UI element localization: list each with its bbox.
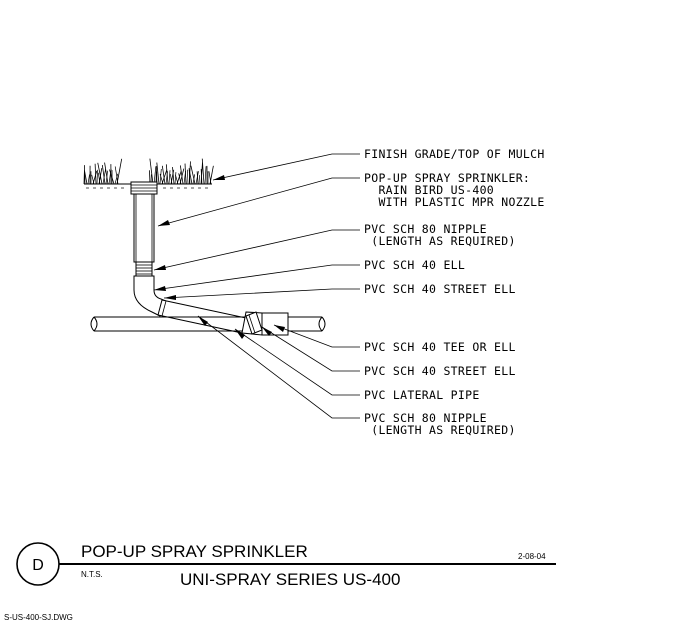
callout-lateral-pipe: PVC LATERAL PIPE (364, 388, 480, 402)
callout-sch80-nipple: PVC SCH 80 NIPPLE (LENGTH AS REQUIRED) (364, 222, 516, 248)
sch80-nipple (135, 261, 153, 277)
callout-sch40-tee: PVC SCH 40 TEE OR ELL (364, 340, 516, 354)
grass-blade (190, 165, 196, 185)
grass-blade (200, 168, 203, 185)
grass-blade (159, 173, 164, 185)
callout-sch40-street-ell-upper: PVC SCH 40 STREET ELL (364, 282, 516, 296)
finish-grade-grass (83, 158, 214, 189)
grass-blade (109, 169, 115, 185)
grass-blade (83, 165, 86, 185)
grass-blade (97, 162, 103, 185)
file-name: S-US-400-SJ.DWG (4, 613, 73, 622)
grass-blade (116, 158, 123, 185)
grass-blade (186, 169, 188, 185)
grass-blade (97, 172, 101, 185)
grass-blade (114, 173, 119, 185)
grass-blade (101, 164, 106, 185)
grass-blade (188, 170, 193, 185)
sch40-tee (241, 311, 289, 336)
grass-blade (165, 164, 169, 185)
grass-blade (201, 158, 205, 185)
grass-blade (91, 174, 95, 185)
title-block: D POP-UP SPRAY SPRINKLER 2-08-04 N.T.S. … (4, 542, 556, 622)
grass-blade (149, 158, 154, 185)
leader-arrowheads (154, 175, 285, 339)
callout-labels: FINISH GRADE/TOP OF MULCH POP-UP SPRAY S… (364, 147, 545, 437)
grass-blade (96, 169, 98, 185)
grass-blade (196, 171, 199, 185)
grass-blade (156, 162, 160, 185)
detail-letter: D (32, 557, 44, 574)
grass-blade (114, 166, 119, 185)
grass-blade (161, 165, 166, 185)
detail-title: POP-UP SPRAY SPRINKLER (81, 542, 308, 561)
callout-sch40-ell: PVC SCH 40 ELL (364, 258, 465, 272)
grass-blade (175, 174, 179, 185)
detail-date: 2-08-04 (518, 552, 546, 561)
spray-sprinkler-body (130, 181, 158, 263)
grass-blade (179, 165, 184, 185)
grass-blade (155, 166, 157, 185)
callout-spray-sprinkler: POP-UP SPRAY SPRINKLER: RAIN BIRD US-400… (364, 171, 545, 209)
grass-blade (178, 173, 182, 185)
grass-blade (104, 162, 109, 185)
grass-blade (87, 174, 90, 185)
grass-blade (153, 166, 157, 185)
grass-blade (208, 171, 212, 185)
grass-blade (200, 162, 203, 185)
grass-blade (184, 163, 187, 185)
grass-blade (204, 166, 207, 185)
grass-blade (84, 170, 88, 185)
detail-subtitle: UNI-SPRAY SERIES US-400 (180, 570, 400, 589)
callout-sch40-street-ell-lower: PVC SCH 40 STREET ELL (364, 364, 516, 378)
grass-blade (168, 170, 171, 185)
leader-lines (153, 153, 360, 419)
callout-sch80-nipple-lower: PVC SCH 80 NIPPLE (LENGTH AS REQUIRED) (364, 411, 516, 437)
detail-scale: N.T.S. (81, 570, 103, 579)
callout-finish-grade: FINISH GRADE/TOP OF MULCH (364, 147, 545, 161)
grass-blade (198, 175, 200, 185)
grass-blade (94, 163, 97, 185)
grass-blade (172, 167, 175, 185)
grass-blade (170, 174, 173, 185)
grass-blade (174, 172, 177, 185)
grass-blade (161, 169, 168, 185)
